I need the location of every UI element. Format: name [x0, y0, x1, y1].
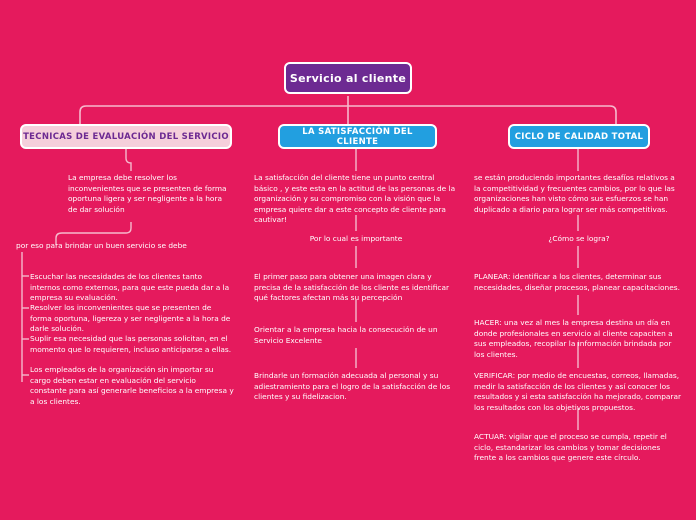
- list-item: Brindarle un formación adecuada al perso…: [254, 371, 451, 402]
- list-item: HACER: una vez al mes la empresa destina…: [474, 318, 673, 359]
- root-node-label: Servicio al cliente: [289, 71, 407, 85]
- branch-header-ciclo-calidad-total[interactable]: CICLO DE CALIDAD TOTAL: [508, 124, 650, 149]
- list-item: El primer paso para obtener una imagen c…: [254, 272, 450, 303]
- list-item: VERIFICAR: por medio de encuestas, corre…: [474, 371, 682, 412]
- branch-header-tecnicas-evaluacion[interactable]: TECNICAS DE EVALUACIÓN DEL SERVICIO: [20, 124, 232, 149]
- list-item: Escuchar las necesidades de los clientes…: [30, 272, 230, 303]
- list-item: Orientar a la empresa hacia la consecuci…: [254, 325, 438, 345]
- branch-header-label: TECNICAS DE EVALUACIÓN DEL SERVICIO: [23, 131, 229, 142]
- branch-header-label: CICLO DE CALIDAD TOTAL: [514, 131, 644, 142]
- list-item: ACTUAR: vigilar que el proceso se cumpla…: [474, 432, 667, 463]
- branch-description-satisfaccion-cliente: La satisfacción del cliente tiene un pun…: [254, 173, 456, 225]
- branch-caption-tecnicas-evaluacion: por eso para brindar un buen servicio se…: [16, 241, 187, 250]
- list-item: Los empleados de la organización sin imp…: [30, 365, 234, 406]
- branch-header-satisfaccion-cliente[interactable]: LA SATISFACCIÓN DEL CLIENTE: [278, 124, 437, 149]
- branch-description-tecnicas-evaluacion: La empresa debe resolver los inconvenien…: [68, 173, 227, 214]
- branch-caption-satisfaccion-cliente: Por lo cual es importante: [309, 234, 403, 243]
- list-item: Suplir esa necesidad que las personas so…: [30, 334, 232, 354]
- branch-header-label: LA SATISFACCIÓN DEL CLIENTE: [302, 126, 413, 147]
- list-item: Resolver los inconvenientes que se prese…: [30, 303, 231, 334]
- branch-description-ciclo-calidad-total: se están produciendo importantes desafío…: [474, 173, 675, 214]
- branch-caption-ciclo-calidad-total: ¿Cómo se logra?: [548, 234, 610, 243]
- root-node-servicio-al-cliente[interactable]: Servicio al cliente: [284, 62, 412, 94]
- list-item: PLANEAR: identificar a los clientes, det…: [474, 272, 680, 292]
